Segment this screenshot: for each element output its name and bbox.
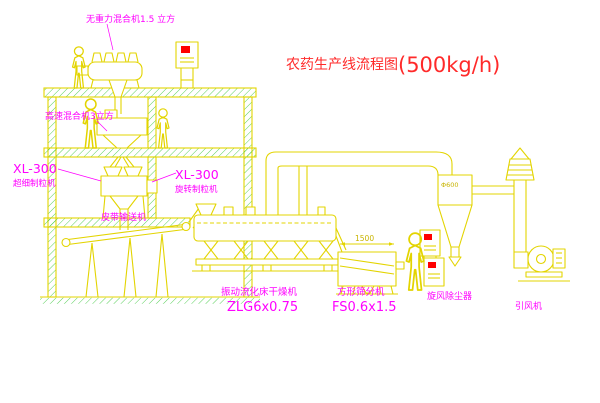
label-high-speed-mixer: 高速混合机3立方 [45, 110, 114, 122]
person-figure-2 [82, 98, 99, 149]
cyclone-outlet-duct [472, 185, 514, 195]
label-top-mixer: 无重力混合机1.5 立方 [86, 13, 175, 25]
label-cyclone: 旋风除尘器 [427, 290, 472, 302]
label-granulator-mid-model: XL-300 [175, 167, 219, 182]
exhaust-stack-vent [505, 147, 535, 253]
label-granulator-left-name: 超细制粒机 [13, 178, 56, 189]
control-cabinet-3 [423, 257, 445, 287]
square-sifter [336, 242, 405, 295]
label-dryer-model: ZLG6x0.75 [227, 300, 298, 315]
exhaust-duct [265, 151, 453, 215]
label-granulator-left-model: XL-300 [13, 161, 57, 176]
dimension-sifter: 1500 [355, 234, 374, 243]
granulator-xl300 [100, 166, 158, 230]
cyclone-separator [437, 174, 473, 267]
label-sifter-model: FS0.6x1.5 [332, 300, 397, 315]
fluid-bed-dryer [192, 203, 347, 272]
tag-cyclone: Φ600 [441, 181, 459, 189]
person-figure-4 [405, 232, 425, 291]
page-title: 农药生产线流程图 [286, 57, 398, 73]
label-belt-conveyor: 皮带输送机 [101, 211, 146, 223]
induced-draft-fan [513, 245, 570, 282]
control-cabinet-2 [419, 229, 441, 264]
person-figure-3 [156, 108, 170, 149]
label-fan: 引风机 [515, 300, 542, 312]
discharge-chute [109, 156, 135, 168]
label-dryer-name: 振动流化床干燥机 [221, 286, 298, 298]
leader-lines [57, 23, 177, 183]
high-speed-mixer [96, 109, 148, 149]
control-cabinet-1 [175, 41, 199, 88]
page-title-capacity: (500kg/h) [398, 53, 500, 77]
label-granulator-mid-name: 旋转制粒机 [175, 184, 218, 195]
gravity-free-mixer [76, 52, 143, 114]
label-sifter-name: 方形筛分机 [337, 286, 385, 298]
